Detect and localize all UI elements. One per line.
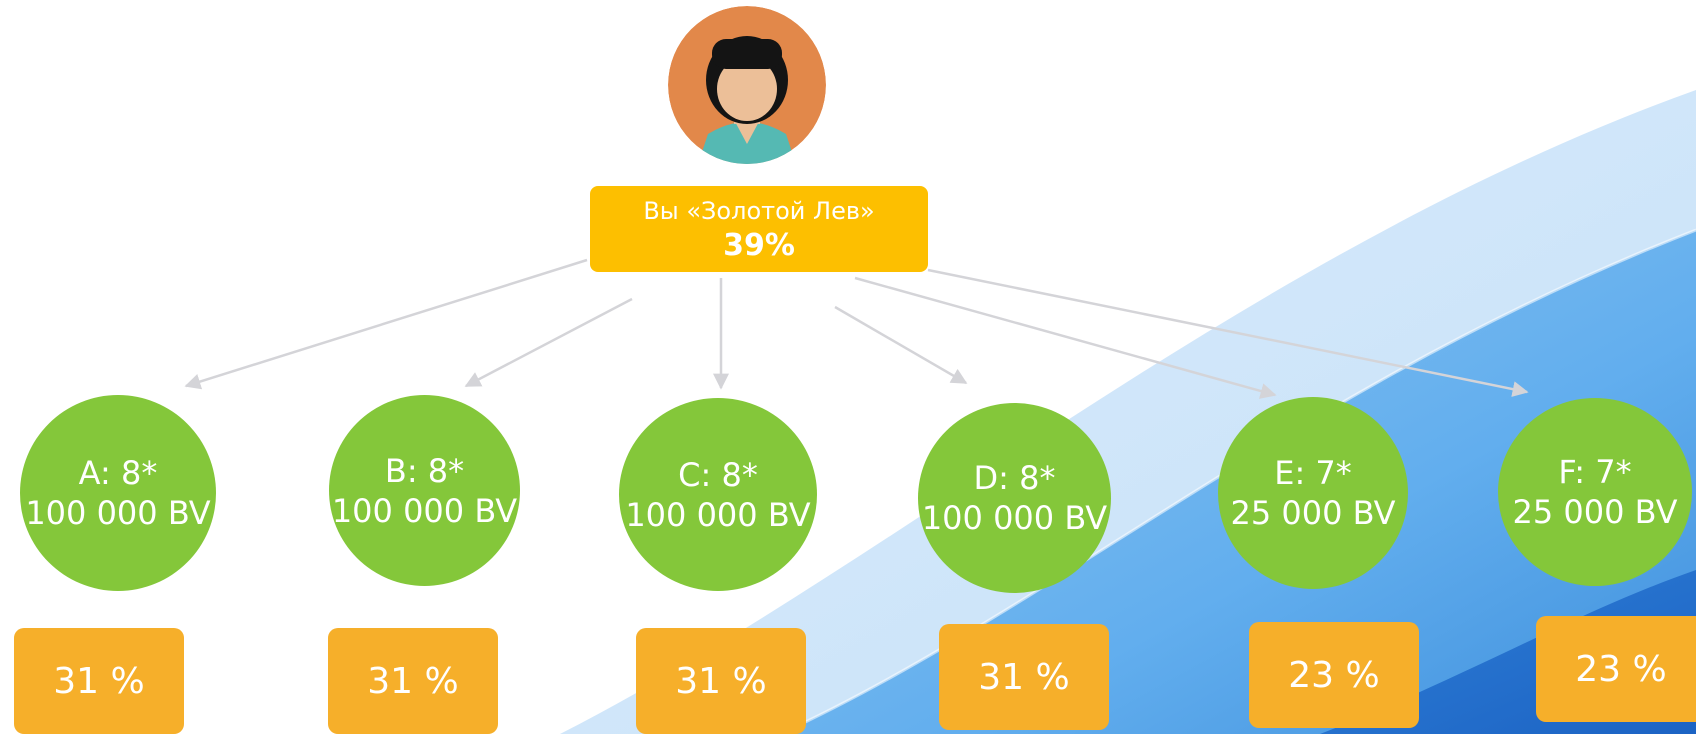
node-a: A: 8* 100 000 BV <box>20 395 216 591</box>
arrow-to-b <box>464 297 633 388</box>
root-percent: 39% <box>723 228 795 263</box>
node-d: D: 8* 100 000 BV <box>918 403 1111 593</box>
node-e-volume: 25 000 BV <box>1230 494 1396 532</box>
node-f-label: F: 7* <box>1558 453 1632 491</box>
node-c-percent-badge: 31 % <box>636 628 806 734</box>
node-e: E: 7* 25 000 BV <box>1218 397 1408 589</box>
node-e-percent-badge: 23 % <box>1249 622 1419 728</box>
arrow-to-a <box>184 258 588 390</box>
node-c: C: 8* 100 000 BV <box>619 398 817 591</box>
node-c-volume: 100 000 BV <box>625 495 811 534</box>
node-a-volume: 100 000 BV <box>25 494 211 532</box>
node-f: F: 7* 25 000 BV <box>1498 398 1692 586</box>
person-avatar-icon <box>668 6 826 164</box>
node-b: B: 8* 100 000 BV <box>329 395 520 586</box>
node-b-label: B: 8* <box>384 451 465 490</box>
node-d-percent-badge: 31 % <box>939 624 1109 730</box>
root-title: Вы «Золотой Лев» <box>643 197 875 225</box>
node-d-volume: 100 000 BV <box>921 499 1108 537</box>
node-f-volume: 25 000 BV <box>1512 493 1678 531</box>
node-f-percent-badge: 23 % <box>1536 616 1696 722</box>
node-b-percent-badge: 31 % <box>328 628 498 734</box>
node-a-label: A: 8* <box>78 454 158 492</box>
arrow-to-d <box>834 305 968 385</box>
node-a-percent-badge: 31 % <box>14 628 184 734</box>
node-b-volume: 100 000 BV <box>331 491 518 530</box>
root-node: Вы «Золотой Лев» 39% <box>590 186 928 272</box>
node-d-label: D: 8* <box>973 459 1056 497</box>
node-c-label: C: 8* <box>678 455 758 494</box>
node-e-label: E: 7* <box>1274 454 1352 492</box>
arrow-to-e <box>854 276 1277 399</box>
arrow-to-f <box>927 268 1529 397</box>
